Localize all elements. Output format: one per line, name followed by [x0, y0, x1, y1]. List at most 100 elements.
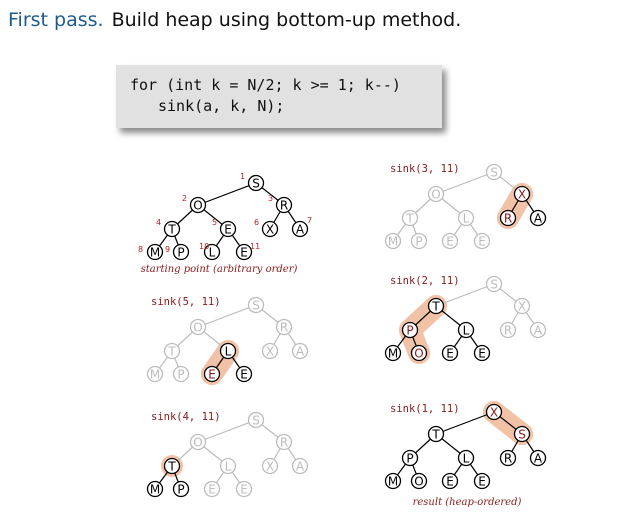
node-circle — [203, 480, 221, 498]
node-circle — [384, 232, 402, 250]
node-key: L — [225, 460, 232, 474]
node-circle — [485, 403, 503, 421]
node-key: O — [431, 188, 440, 202]
heap-node-7: A — [529, 449, 547, 467]
node-circle — [172, 243, 190, 261]
heap-node-1: S — [247, 411, 265, 429]
node-key: X — [518, 188, 526, 202]
node-circle — [247, 411, 265, 429]
node-key: O — [414, 347, 423, 361]
node-circle — [291, 220, 309, 238]
node-circle — [485, 275, 503, 293]
node-index: 6 — [254, 218, 259, 227]
heap-node-5: L — [219, 342, 237, 360]
node-key: M — [388, 347, 398, 361]
heap-node-1: S — [485, 275, 503, 293]
heap-node-7: A — [291, 220, 309, 238]
node-circle — [410, 472, 428, 490]
node-key: M — [388, 235, 398, 249]
node-key: O — [414, 475, 423, 489]
heap-node-4: T — [163, 220, 181, 238]
tree-edge — [435, 171, 495, 195]
node-circle — [427, 185, 445, 203]
node-circle — [513, 185, 531, 203]
heap-node-6: R — [499, 321, 517, 339]
node-key: M — [150, 368, 160, 382]
node-key: P — [406, 452, 413, 466]
code-box: for (int k = N/2; k >= 1; k--) sink(a, k… — [116, 65, 442, 128]
node-circle — [499, 321, 517, 339]
node-key: R — [504, 324, 512, 338]
node-key: T — [167, 460, 176, 474]
heap-node-3: R — [275, 196, 293, 214]
node-key: T — [431, 300, 440, 314]
node-key: E — [240, 483, 248, 497]
node-index: 9 — [165, 245, 170, 254]
node-circle — [247, 296, 265, 314]
node-key: P — [177, 368, 184, 382]
node-index: 4 — [156, 218, 161, 227]
node-key: R — [504, 452, 512, 466]
heap-node-7: A — [529, 321, 547, 339]
node-circle — [235, 480, 253, 498]
heap-node-10: E — [441, 344, 459, 362]
heap-node-5: L — [457, 321, 475, 339]
heap-node-8: M — [146, 480, 164, 498]
node-circle — [513, 425, 531, 443]
node-circle — [146, 365, 164, 383]
node-key: R — [280, 321, 288, 335]
node-index: 10 — [199, 242, 209, 251]
node-circle — [189, 318, 207, 336]
node-circle — [441, 232, 459, 250]
node-key: L — [463, 452, 470, 466]
node-circle — [473, 472, 491, 490]
node-key: A — [296, 223, 305, 237]
heap-node-1: S — [247, 296, 265, 314]
node-key: L — [463, 212, 470, 226]
title-lead: First pass. — [8, 9, 104, 31]
node-circle — [291, 457, 309, 475]
node-index: 7 — [307, 216, 312, 225]
node-circle — [219, 342, 237, 360]
tree-edge — [435, 411, 495, 435]
node-key: E — [224, 223, 232, 237]
heap-node-6: R — [499, 209, 517, 227]
node-circle — [189, 196, 207, 214]
node-circle — [163, 342, 181, 360]
heap-node-2: O — [189, 318, 207, 336]
node-key: S — [252, 299, 260, 313]
heap-node-2: O — [189, 196, 207, 214]
node-circle — [529, 209, 547, 227]
node-circle — [275, 196, 293, 214]
heap-node-5: E — [219, 220, 237, 238]
heap-node-10: E — [203, 365, 221, 383]
heap-node-4: T — [163, 342, 181, 360]
heap-node-2: T — [427, 425, 445, 443]
node-circle — [529, 321, 547, 339]
heap-node-9: O — [410, 344, 428, 362]
sink-operation-label: sink(2, 11) — [390, 275, 460, 287]
panel-caption: result (heap-ordered) — [413, 497, 522, 508]
node-circle — [499, 209, 517, 227]
heap-node-11: E — [473, 472, 491, 490]
heap-node-10: E — [203, 480, 221, 498]
heap-node-1: S — [247, 174, 265, 192]
node-index: 8 — [138, 245, 143, 254]
heap-node-4: P — [401, 449, 419, 467]
heap-node-8: M — [384, 344, 402, 362]
node-circle — [261, 342, 279, 360]
node-key: X — [266, 345, 274, 359]
node-circle — [275, 318, 293, 336]
node-key: R — [280, 199, 288, 213]
heap-node-8: M — [146, 243, 164, 261]
node-key: M — [388, 475, 398, 489]
node-key: S — [490, 278, 498, 292]
heap-node-11: E — [473, 232, 491, 250]
node-circle — [172, 365, 190, 383]
node-circle — [291, 342, 309, 360]
node-key: E — [478, 475, 486, 489]
node-key: E — [478, 347, 486, 361]
